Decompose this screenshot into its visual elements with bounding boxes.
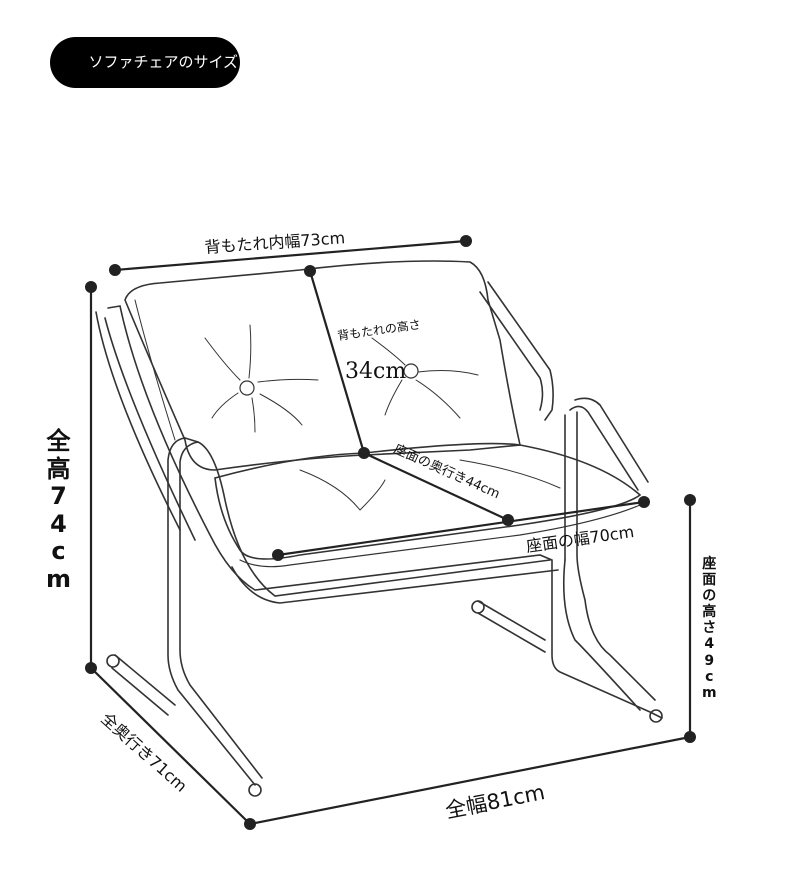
chair-drawing — [95, 260, 663, 797]
frame-left — [95, 305, 663, 719]
dim-back-width-line — [114, 239, 467, 272]
dim-total-depth-line — [90, 667, 251, 825]
dim-total-width-line — [249, 735, 691, 826]
dim-back-height-line — [308, 270, 366, 454]
backrest-cushion — [124, 260, 521, 471]
dimension-endpoints — [85, 235, 696, 830]
dim-seat-width-line — [277, 500, 645, 557]
dim-seat-depth-line — [363, 452, 509, 521]
section-title: ソファチェアのサイズ — [88, 53, 238, 71]
section-title-badge: ソファチェアのサイズ — [50, 37, 240, 88]
dimension-lines — [89, 239, 692, 826]
seat-width-label: 座面の幅70cm — [525, 522, 635, 556]
back-height-value: 34cm — [345, 359, 406, 384]
total-width-label: 全幅81cm — [443, 780, 546, 823]
back-height-label: 背もたれの高さ — [336, 316, 421, 343]
